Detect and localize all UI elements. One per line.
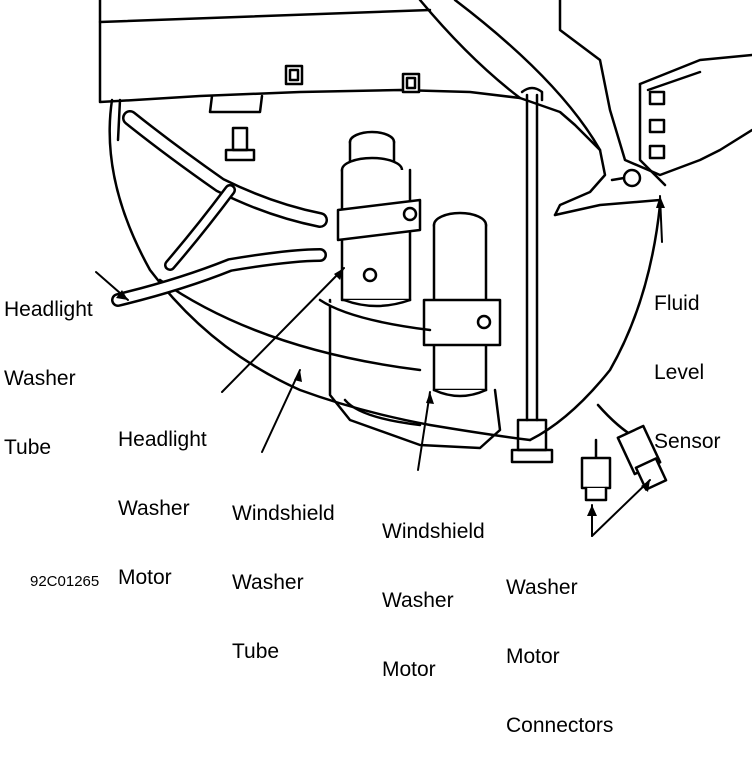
label-headlight-washer-tube: Headlight Washer Tube xyxy=(4,298,93,459)
arrowheads xyxy=(116,196,665,516)
washer-motor-connectors-art xyxy=(580,403,668,502)
label-windshield-washer-tube: Windshield Washer Tube xyxy=(232,502,335,663)
leader-lines xyxy=(95,195,663,537)
figure-id: 92C01265 xyxy=(30,573,100,590)
windshield-washer-motor-art xyxy=(318,211,502,398)
upper-body-panel xyxy=(98,0,607,217)
mounting-bolt xyxy=(224,126,256,162)
washer-reservoir-illustration xyxy=(95,0,752,537)
label-windshield-washer-motor: Windshield Washer Motor xyxy=(382,520,485,681)
right-bracket xyxy=(553,0,752,217)
headlight-washer-motor-art xyxy=(336,130,422,308)
label-washer-motor-connectors: Washer Motor Connectors xyxy=(506,576,614,737)
washer-diagram: Headlight Washer Tube Headlight Washer M… xyxy=(4,0,752,737)
fluid-level-sensor-rod xyxy=(510,86,554,464)
headlight-washer-tube-art xyxy=(111,110,328,307)
label-fluid-level-sensor: Fluid Level Sensor xyxy=(654,292,721,453)
reservoir-outline xyxy=(108,98,662,450)
label-headlight-washer-motor: Headlight Washer Motor xyxy=(118,428,207,589)
